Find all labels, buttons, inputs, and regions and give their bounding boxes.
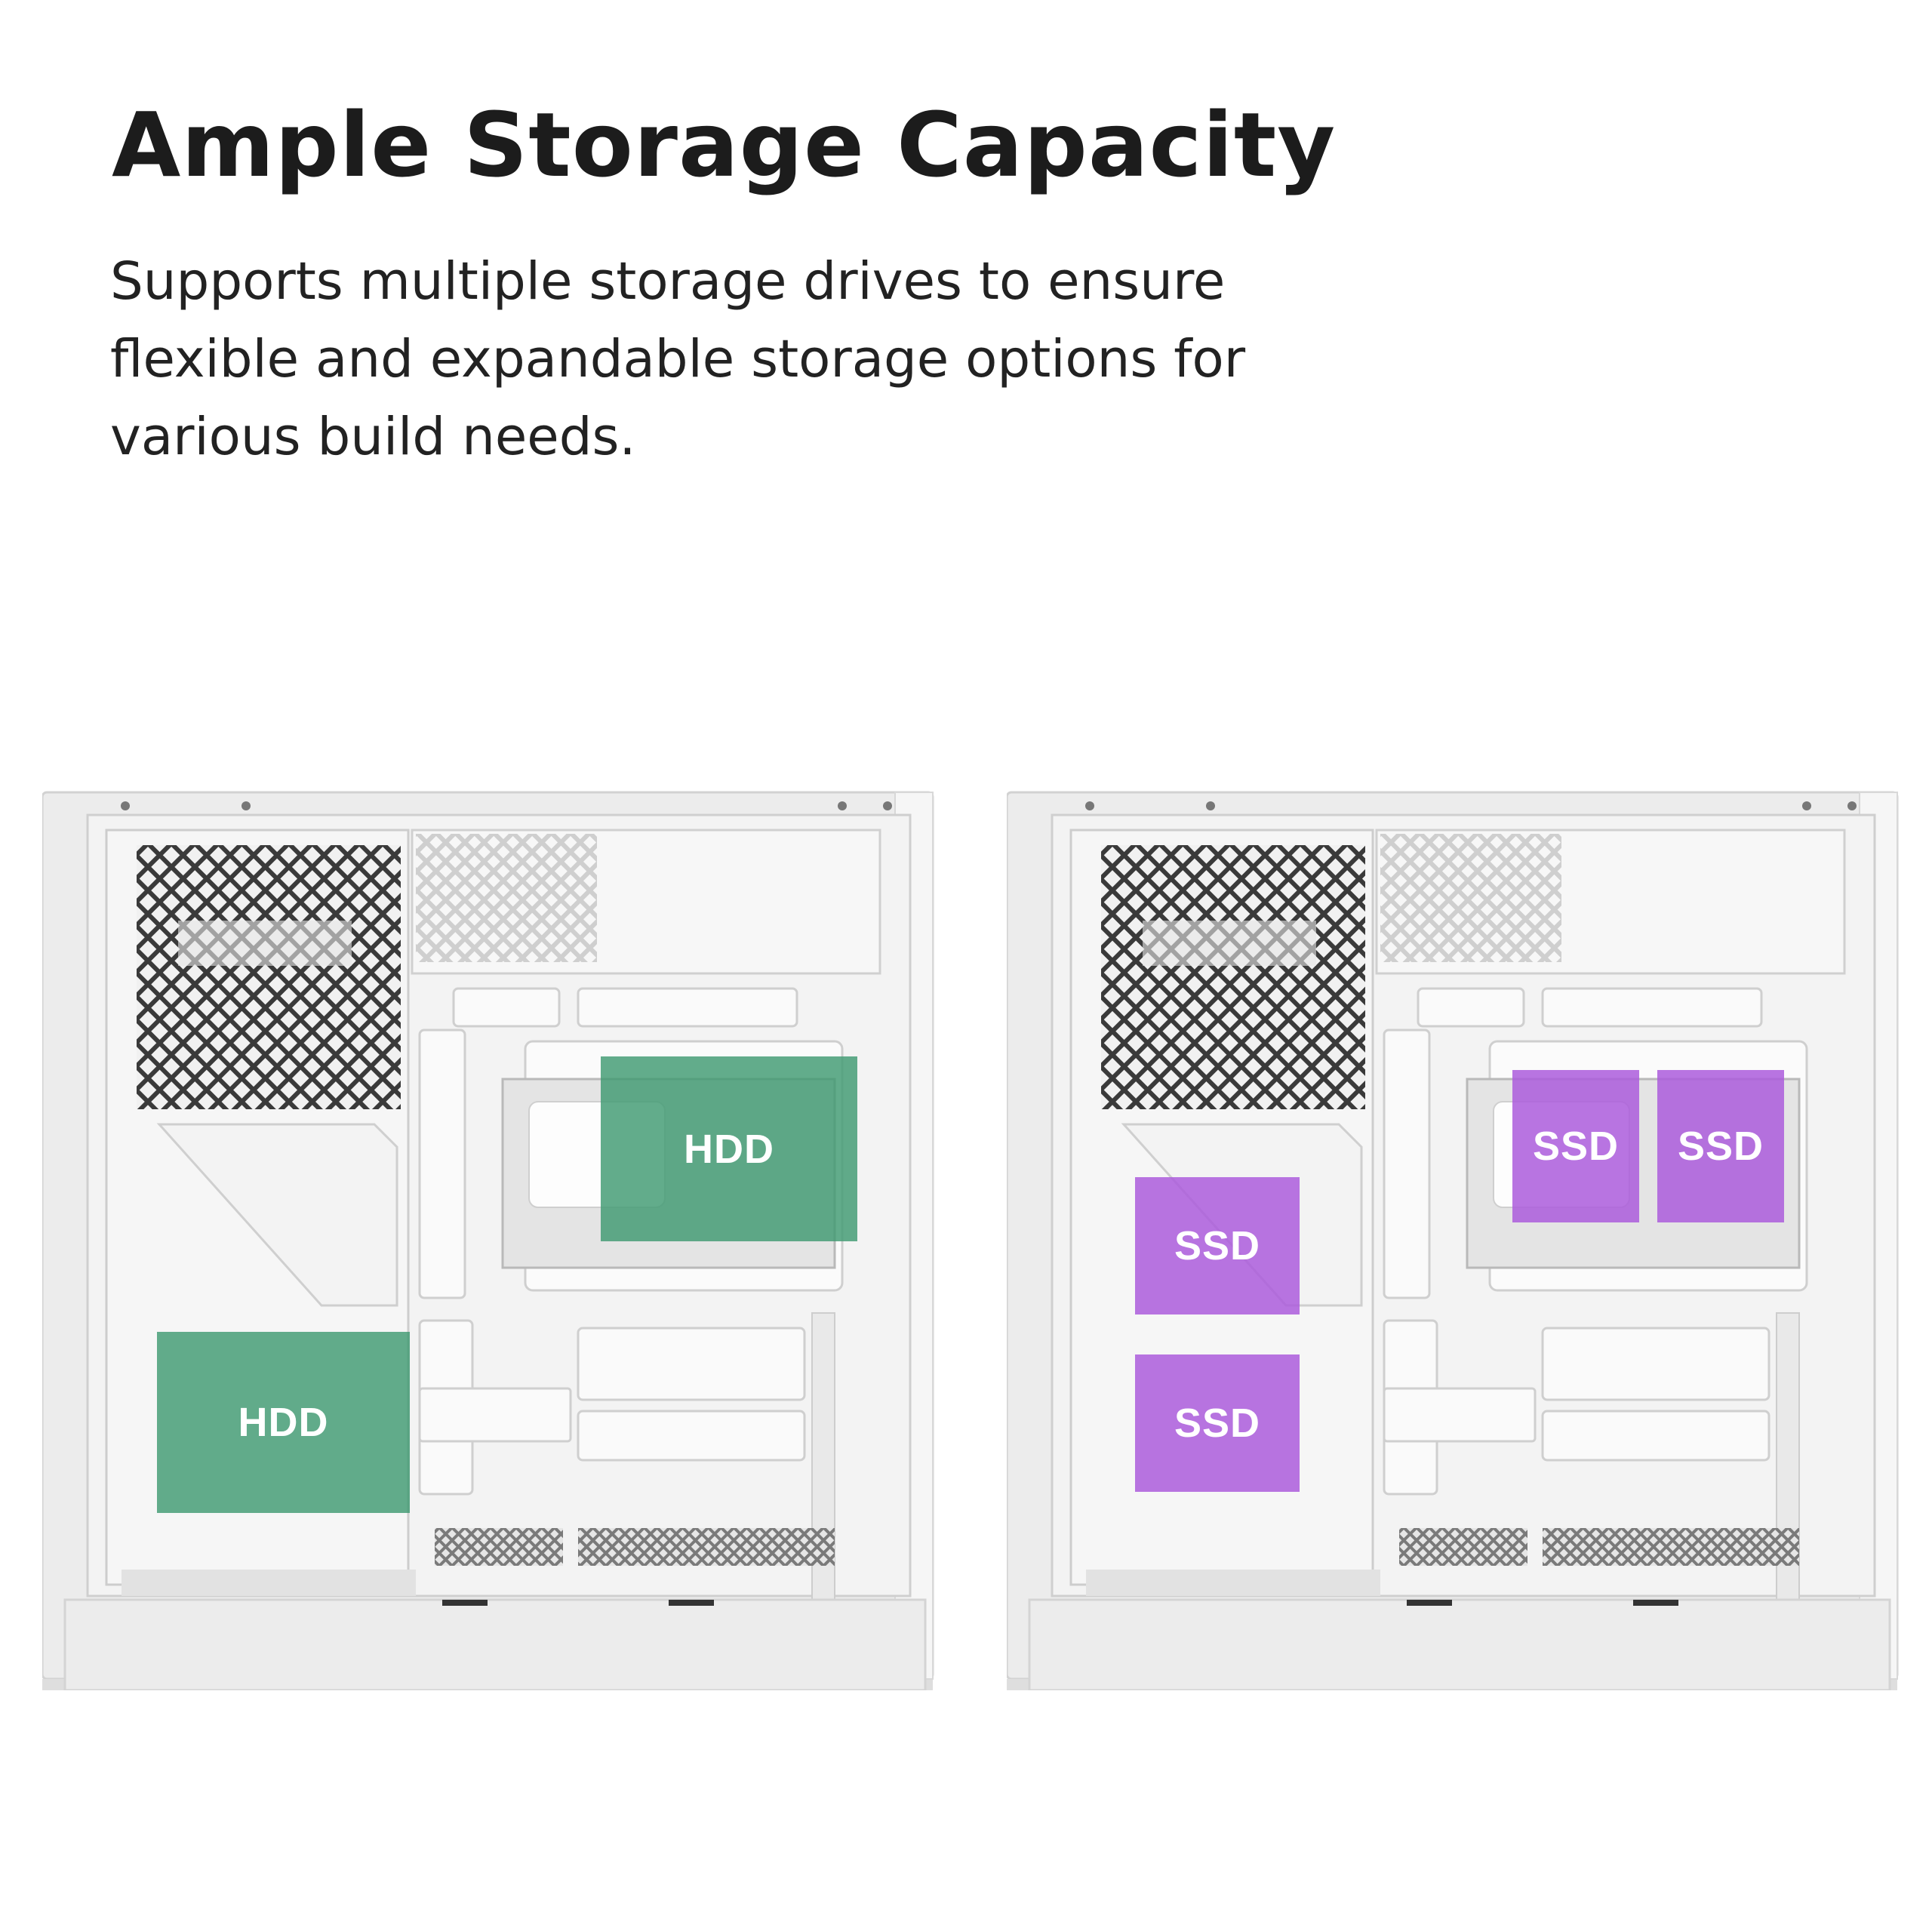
description: Supports multiple storage drives to ensu… [110,243,1393,476]
ssd-label: SSD [1174,1223,1261,1268]
ssd-label: SSD [1174,1401,1261,1446]
description-line: Supports multiple storage drives to ensu… [110,251,1226,312]
ssd-zone-top-left: SSD [1512,1070,1639,1222]
case-ssd-view: SSD SSD SSD SSD [1007,785,1912,1690]
hdd-label: HDD [238,1400,329,1445]
ssd-zone-bottom: SSD [1135,1354,1300,1492]
hdd-zone-lower: HDD [157,1332,410,1513]
case-hdd-view: HDD HDD [42,785,948,1690]
hdd-zone-upper: HDD [601,1056,857,1241]
ssd-label: SSD [1677,1124,1764,1169]
headline: Ample Storage Capacity [112,93,1337,197]
description-line: various build needs. [110,407,636,467]
ssd-zone-middle: SSD [1135,1177,1300,1314]
ssd-zone-top-right: SSD [1657,1070,1784,1222]
description-line: flexible and expandable storage options … [110,329,1246,389]
ssd-label: SSD [1532,1124,1620,1169]
hdd-label: HDD [684,1126,774,1172]
